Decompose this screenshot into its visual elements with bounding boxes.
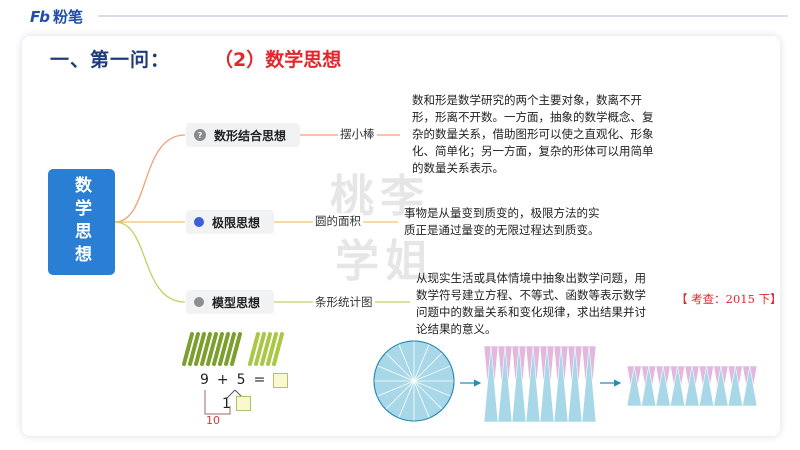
logo: Fb 粉笔 bbox=[30, 6, 83, 27]
page-subtitle: （2）数学思想 bbox=[214, 49, 342, 71]
circle-area-illustration bbox=[373, 340, 758, 423]
root-node-label: 数学思想 bbox=[71, 176, 91, 268]
desc-line: 化、简单化；另一方面，复杂的形体可以用简单 bbox=[412, 144, 654, 158]
header-divider bbox=[98, 15, 788, 17]
eq-operator: + bbox=[216, 372, 229, 388]
desc-line: 数和形是数学研究的两个主要对象，数离不开 bbox=[412, 93, 642, 107]
sticks-illustration bbox=[182, 332, 284, 366]
connector-branch-1 bbox=[114, 134, 186, 223]
divided-circle bbox=[373, 340, 455, 422]
node-jixian: 极限思想 bbox=[186, 210, 275, 234]
desc-line: 的数量关系表示。 bbox=[412, 161, 504, 175]
leaf-bai-xiaobang: 摆小棒 bbox=[338, 126, 377, 142]
eq-term: 5 bbox=[236, 372, 246, 388]
sector-strip-2 bbox=[626, 365, 758, 407]
eq-term: 9 bbox=[200, 372, 209, 388]
desc-line: 数学符号建立方程、不等式、函数等表示数学 bbox=[416, 288, 646, 302]
split-number: 1 bbox=[222, 396, 231, 412]
question-icon: ? bbox=[194, 129, 206, 141]
node-label: 数形结合思想 bbox=[214, 128, 287, 143]
answer-box bbox=[273, 372, 289, 388]
connector-branch-3 bbox=[114, 221, 186, 303]
desc-line: 问题中的数量关系和变化规律，求出结果并讨 bbox=[416, 305, 646, 319]
logo-text: 粉笔 bbox=[52, 8, 83, 26]
desc-moxing: 从现实生活或具体情境中抽象出数学问题，用 数学符号建立方程、不等式、函数等表示数… bbox=[416, 270, 676, 338]
leaf-yuan-mianji: 圆的面积 bbox=[313, 213, 363, 229]
stick-bundle-left bbox=[182, 332, 242, 366]
desc-line: 质正是通过量变的无限过程达到质变。 bbox=[404, 223, 600, 237]
desc-line: 事物是从量变到质变的，极限方法的实 bbox=[404, 206, 600, 220]
root-node: 数学思想 bbox=[48, 169, 115, 275]
gray-dot-icon bbox=[194, 297, 204, 307]
logo-mark: Fb bbox=[30, 7, 50, 26]
equation: 9 + 5 = bbox=[200, 372, 289, 388]
node-shuxing-jiehe: ? 数形结合思想 bbox=[186, 123, 301, 147]
desc-line: 论结果的意义。 bbox=[416, 322, 497, 336]
leaf-tiaoxing-tongjitu: 条形统计图 bbox=[313, 294, 375, 310]
stick-bundle-right bbox=[248, 332, 284, 366]
desc-line: 杂的数量关系，借助图形可以使之直观化、形象 bbox=[412, 127, 654, 141]
desc-line: 从现实生活或具体情境中抽象出数学问题，用 bbox=[416, 271, 646, 285]
node-moxing: 模型思想 bbox=[186, 290, 275, 314]
exam-note: 【 考查：2015 下】 bbox=[676, 292, 782, 306]
desc-shuxing-jiehe: 数和形是数学研究的两个主要对象，数离不开 形，形离不开数。一方面，抽象的数学概念… bbox=[412, 92, 682, 177]
ten-label: 10 bbox=[206, 414, 220, 427]
node-label: 模型思想 bbox=[212, 295, 261, 310]
node-label: 极限思想 bbox=[212, 215, 261, 230]
eq-equals: = bbox=[253, 372, 266, 388]
desc-line: 形，形离不开数。一方面，抽象的数学概念、复 bbox=[412, 110, 654, 124]
page-title: 一、第一问： bbox=[50, 49, 171, 71]
split-box bbox=[236, 396, 251, 411]
watermark-line2: 学姐 bbox=[335, 236, 435, 287]
sector-strip-1 bbox=[483, 345, 597, 423]
desc-jixian: 事物是从量变到质变的，极限方法的实 质正是通过量变的无限过程达到质变。 bbox=[404, 205, 644, 239]
blue-dot-icon bbox=[194, 217, 204, 227]
